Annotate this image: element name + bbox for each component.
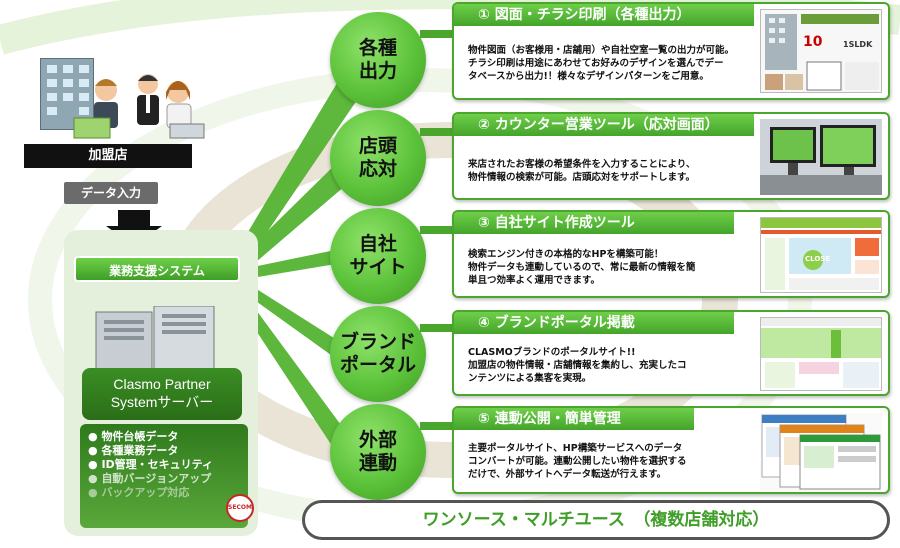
- staff-illustration: [66, 70, 206, 142]
- flyer-layout: 1SLDK: [843, 40, 873, 49]
- circle-counter: 店頭 応対: [330, 110, 426, 206]
- circle-output: 各種 出力: [330, 12, 426, 108]
- connector: [420, 422, 454, 430]
- connector: [420, 30, 454, 38]
- external-sites-thumbnail: [760, 413, 882, 491]
- server-title: Clasmo Partner Systemサーバー: [82, 368, 242, 420]
- flyer-thumbnail: 10 1SLDK: [760, 9, 882, 93]
- panel-counter: ② カウンター営業ツール（応対画面） 来店されたお客様の希望条件を入力することに…: [452, 112, 890, 200]
- circle-brand-portal: ブランド ポータル: [330, 306, 426, 402]
- panel-text: 来店されたお客様の希望条件を入力することにより、 物件情報の検索が可能。店頭応対…: [468, 159, 696, 183]
- store-label: 加盟店: [24, 144, 192, 168]
- server-title-line1: Clasmo Partner: [113, 376, 211, 392]
- server-icon: [92, 305, 220, 379]
- business-support-system-label: 業務支援システム: [74, 256, 240, 282]
- portal-thumbnail: [760, 317, 882, 391]
- panel-title: ① 図面・チラシ印刷（各種出力）: [454, 4, 754, 26]
- panel-text: 検索エンジン付きの本格的なHPを構築可能！ 物件データも連動しているので、常に最…: [468, 249, 696, 286]
- server-item: ● 各種業務データ: [88, 444, 179, 457]
- panel-title: ④ ブランドポータル掲載: [454, 312, 734, 334]
- server-item: ● 物件台帳データ: [88, 430, 179, 443]
- panel-title: ⑤ 連動公開・簡単管理: [454, 408, 694, 430]
- server-item: ● ID管理・セキュリティ: [88, 458, 214, 471]
- panel-title: ③ 自社サイト作成ツール: [454, 212, 734, 234]
- server-title-line2: Systemサーバー: [110, 394, 214, 410]
- circle-own-site: 自社 サイト: [330, 208, 426, 304]
- connector: [420, 128, 454, 136]
- one-source-multi-use-banner: ワンソース・マルチユース （複数店舗対応）: [302, 500, 890, 540]
- panel-title: ② カウンター営業ツール（応対画面）: [454, 114, 754, 136]
- connector: [420, 324, 454, 332]
- panel-external: ⑤ 連動公開・簡単管理 主要ポータルサイト、HP構築サービスへのデータ コンバー…: [452, 406, 890, 494]
- panel-text: 主要ポータルサイト、HP構築サービスへのデータ コンバートが可能。連動公開したい…: [468, 443, 687, 480]
- panel-output: ① 図面・チラシ印刷（各種出力） 物件図面（お客様用・店舗用）や自社空室一覧の出…: [452, 2, 890, 100]
- panel-brand-portal: ④ ブランドポータル掲載 CLASMOブランドのポータルサイト!! 加盟店の物件…: [452, 310, 890, 396]
- website-banner-text: CLOSE: [805, 255, 831, 263]
- flyer-price: 10: [803, 34, 823, 50]
- panel-text: 物件図面（お客様用・店舗用）や自社空室一覧の出力が可能。 チラシ印刷は用途にあわ…: [468, 45, 735, 82]
- circle-external: 外部 連動: [330, 404, 426, 500]
- secom-logo: SECOM: [226, 494, 254, 522]
- connector: [420, 226, 454, 234]
- server-item: ● 自動バージョンアップ: [88, 472, 212, 485]
- server-item: ● バックアップ対応: [88, 486, 190, 499]
- data-input-label: データ入力: [64, 182, 158, 204]
- counter-photo: [760, 119, 882, 195]
- panel-text: CLASMOブランドのポータルサイト!! 加盟店の物件情報・店舗情報を集約し、充…: [468, 347, 687, 384]
- website-thumbnail: CLOSE: [760, 217, 882, 293]
- panel-own-site: ③ 自社サイト作成ツール 検索エンジン付きの本格的なHPを構築可能！ 物件データ…: [452, 210, 890, 298]
- server-items: ● 物件台帳データ ● 各種業務データ ● ID管理・セキュリティ ● 自動バー…: [80, 424, 248, 528]
